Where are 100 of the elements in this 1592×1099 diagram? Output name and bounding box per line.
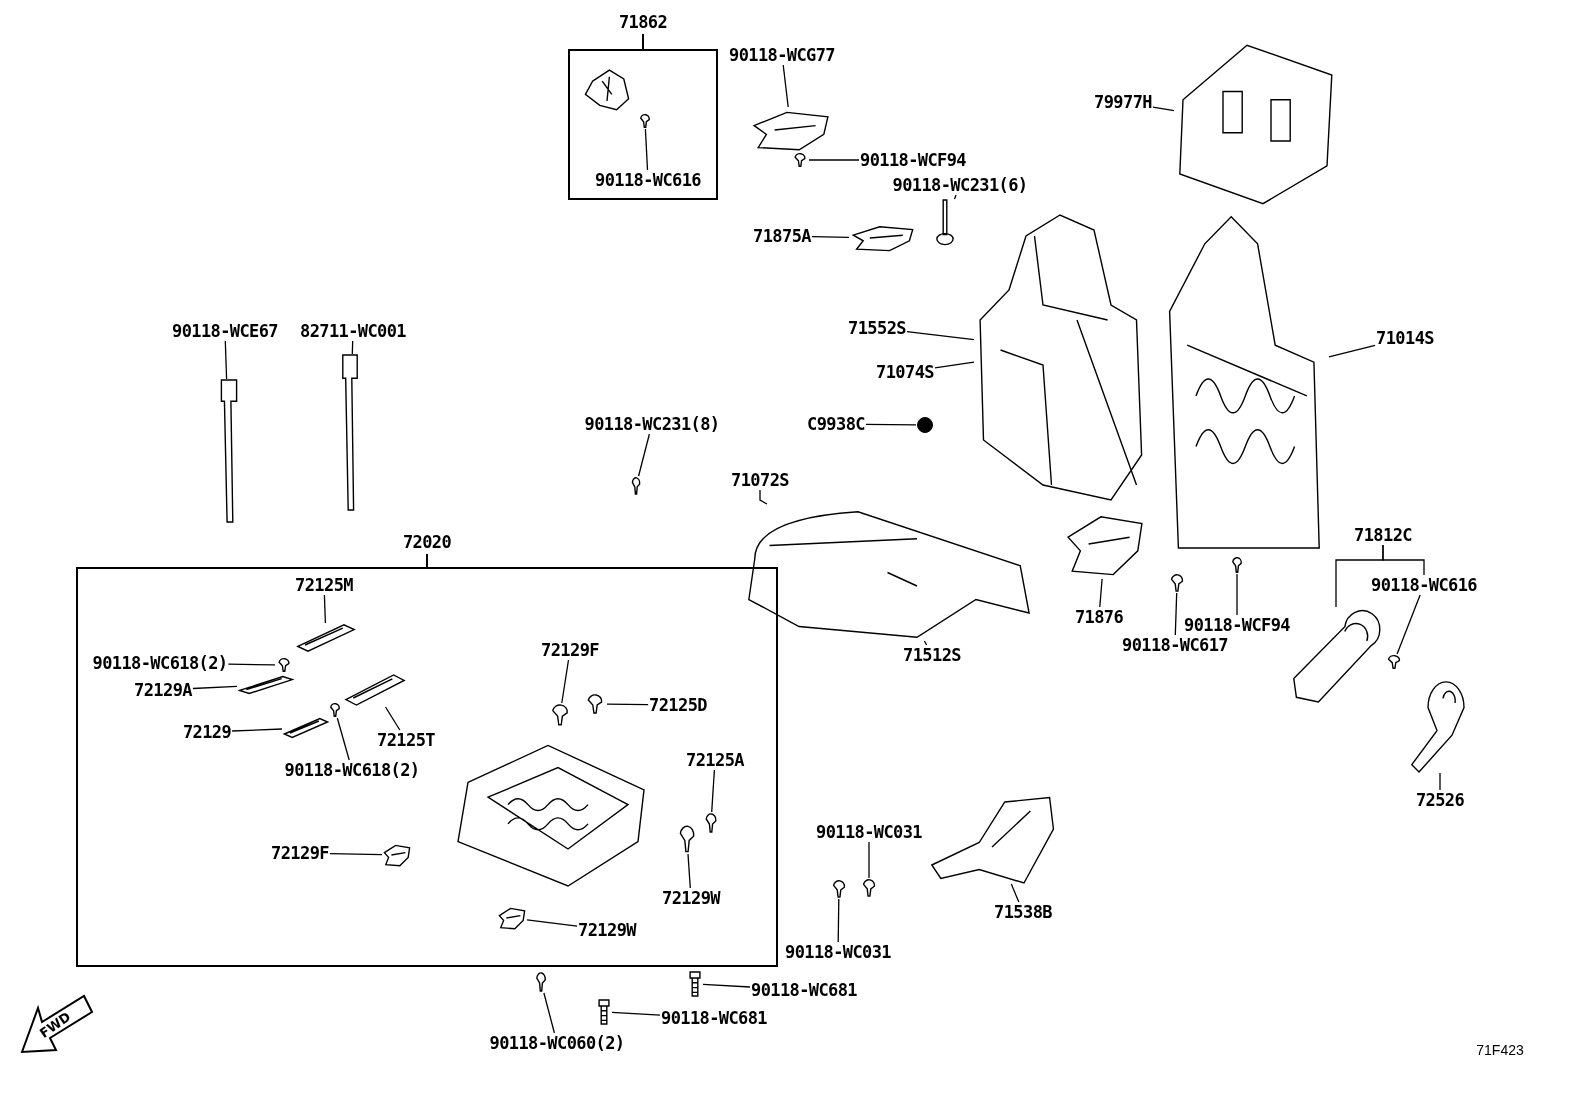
- leader-line: [336, 717, 350, 761]
- part-number: 82711-WC001: [300, 322, 406, 340]
- clip-drawing: [534, 972, 548, 992]
- leader-line: [1099, 578, 1103, 608]
- drawing-code: 71F423: [1476, 1042, 1524, 1058]
- leader-line: [1152, 106, 1175, 112]
- leader-line: [637, 433, 651, 477]
- leader-line: [759, 489, 768, 505]
- clip-drawing: [1230, 557, 1244, 573]
- part-number: 90118-WCF94: [1184, 616, 1290, 634]
- clip-drawing: [328, 703, 342, 717]
- part-number: 90118-WC618(2): [284, 761, 420, 779]
- leader-line: [837, 898, 840, 943]
- part-number: 71875A: [753, 227, 811, 245]
- part-number: 71876: [1074, 608, 1124, 626]
- clip-drawing: [703, 813, 719, 833]
- part-number: 72125A: [686, 751, 744, 769]
- leader-line: [687, 853, 691, 889]
- part-number: 90118-WC031: [816, 823, 922, 841]
- rail-cover-drawing: [344, 674, 406, 706]
- leader-line: [1010, 883, 1020, 903]
- leader-line: [644, 128, 649, 171]
- leader-line: [606, 703, 649, 706]
- part-number: 90118-WC681: [661, 1009, 767, 1027]
- clip-drawing: [830, 880, 848, 898]
- leader-line: [1174, 592, 1178, 636]
- part-number: 90118-WC031: [785, 943, 891, 961]
- part-number: 90118-WC060(2): [489, 1034, 625, 1052]
- bracket-drawing: [383, 843, 411, 867]
- part-number: 90118-WC231(8): [584, 415, 720, 433]
- part-number: 72129F: [271, 844, 329, 862]
- part-number: 72526: [1415, 791, 1465, 809]
- leader-line: [384, 706, 401, 731]
- part-number: 72129W: [578, 921, 636, 939]
- leader-line: [231, 728, 283, 732]
- leader-line: [1236, 573, 1238, 616]
- part-number: 72129: [182, 723, 232, 741]
- rail-cover-drawing: [283, 718, 329, 738]
- leader-line: [1328, 344, 1376, 358]
- leader-line: [323, 594, 327, 624]
- clip-drawing: [276, 658, 292, 672]
- rail-cover-drawing: [296, 624, 356, 652]
- part-number: 79977H: [1094, 93, 1152, 111]
- part-number: 71812C: [1354, 526, 1412, 544]
- part-number: 71512S: [903, 646, 961, 664]
- leader-line: [868, 841, 870, 879]
- leader-line: [1439, 772, 1441, 791]
- part-number: 72125D: [649, 696, 707, 714]
- part-number: 90118-WC231(6): [892, 176, 1028, 194]
- leader-line: [953, 194, 957, 200]
- part-number: 90118-WC616: [595, 171, 701, 189]
- leader-line: [808, 159, 860, 161]
- bolt-drawing: [597, 1000, 611, 1024]
- leader-line: [526, 919, 578, 927]
- leader-line: [923, 640, 928, 646]
- clip-drawing: [630, 477, 642, 495]
- clip-drawing: [1168, 574, 1186, 592]
- part-number: 71552S: [848, 319, 906, 337]
- part-number: 90118-WCE67: [172, 322, 278, 340]
- part-number: 90118-WC617: [1122, 636, 1228, 654]
- part-number: 71014S: [1376, 329, 1434, 347]
- part-number: C9938C: [807, 415, 865, 433]
- part-number: 72125T: [377, 731, 435, 749]
- clip-drawing: [1385, 655, 1403, 669]
- bolt-drawing: [688, 972, 702, 996]
- leader-line: [811, 235, 850, 238]
- part-number: 72020: [402, 533, 452, 551]
- leader-line: [782, 64, 789, 108]
- leader-line: [192, 685, 238, 690]
- bracket-drawing: [850, 224, 916, 252]
- leader-line: [1382, 544, 1425, 576]
- part-number: 90118-WC681: [751, 981, 857, 999]
- part-number: 90118-WCF94: [860, 151, 966, 169]
- leader-line: [1396, 594, 1421, 655]
- part-number: 72125M: [295, 576, 353, 594]
- leader-line: [865, 423, 917, 426]
- leader-line: [227, 663, 276, 666]
- bracket-drawing: [498, 906, 526, 930]
- leader-line: [906, 330, 975, 341]
- leader-line: [561, 659, 570, 704]
- leader-line: [543, 992, 556, 1034]
- pin-drawing: [936, 200, 954, 246]
- leader-line: [702, 983, 751, 988]
- lever-drawing: [1292, 608, 1380, 702]
- part-number: 72129W: [662, 889, 720, 907]
- clip-drawing: [860, 879, 878, 897]
- part-number: 90118-WCG77: [729, 46, 835, 64]
- leader-line: [934, 361, 975, 369]
- grommet-icon: [917, 417, 933, 433]
- part-number: 72129F: [541, 641, 599, 659]
- part-number: 71072S: [731, 471, 789, 489]
- leader-line: [329, 852, 383, 856]
- leader-line: [711, 769, 716, 813]
- part-number: 71538B: [994, 903, 1052, 921]
- leader-line: [611, 1011, 661, 1016]
- rail-cover-drawing: [238, 676, 294, 694]
- part-number: 72129A: [134, 681, 192, 699]
- leader-line: [224, 340, 228, 380]
- part-number: 90118-WC616: [1371, 576, 1477, 594]
- clip-drawing: [792, 153, 808, 167]
